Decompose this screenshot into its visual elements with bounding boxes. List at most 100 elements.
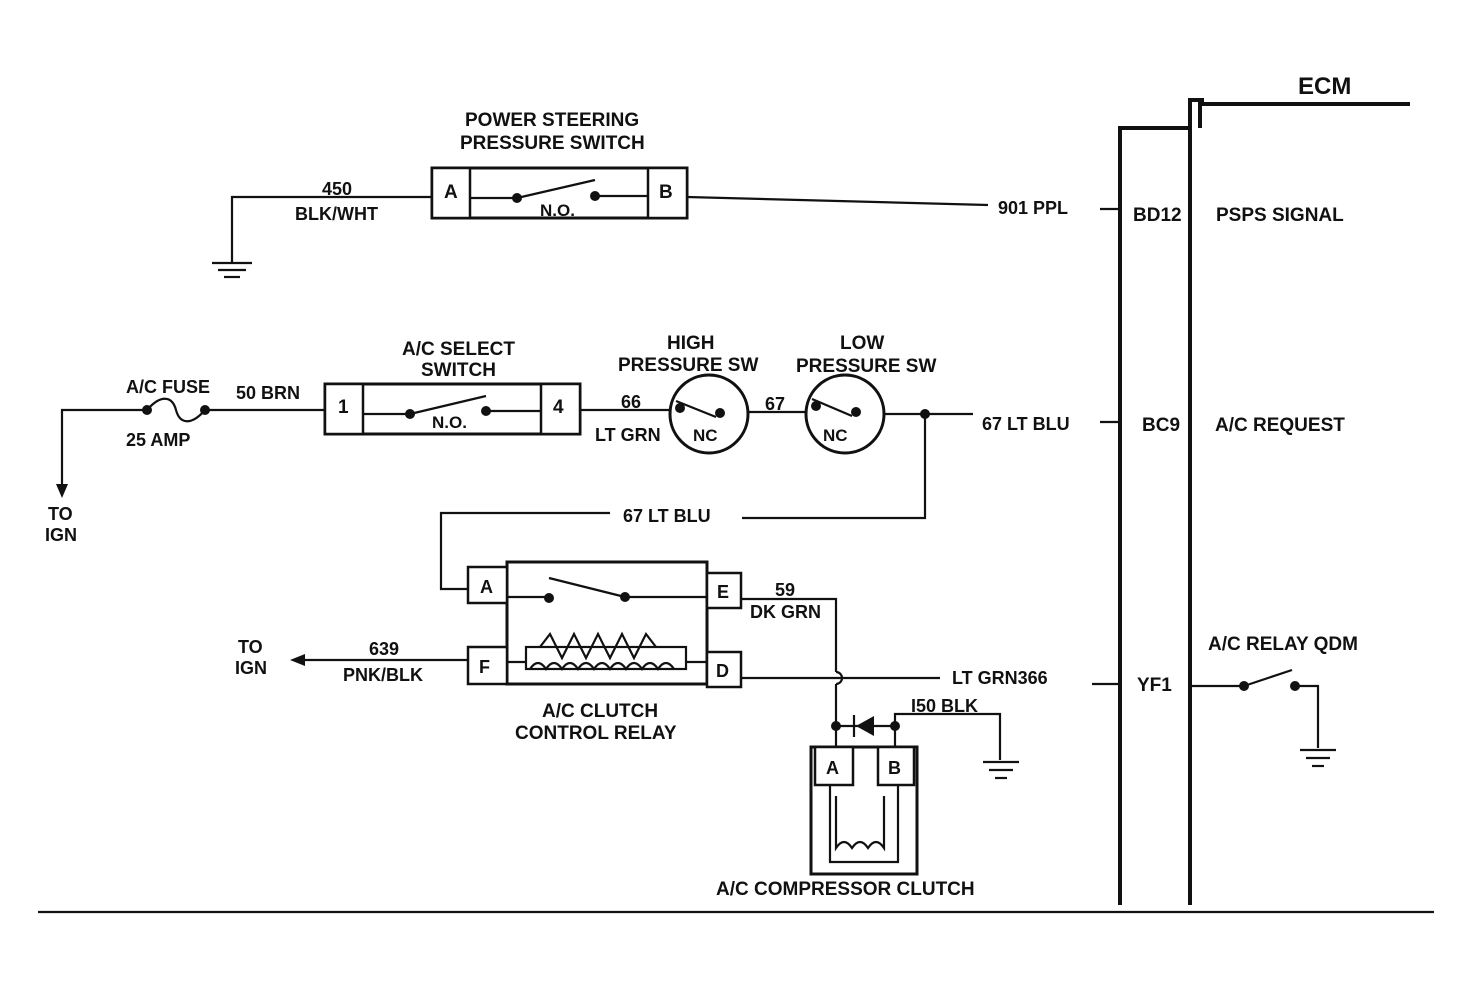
low-sw-contact-2 <box>851 407 861 417</box>
relay-pin-f-label: F <box>479 657 490 677</box>
wire-450 <box>230 195 432 262</box>
high-sw-arm <box>675 399 717 419</box>
low-sw-title-1: LOW <box>840 333 884 354</box>
wire-50-label: 50 BRN <box>236 383 300 403</box>
compressor-pin-b <box>876 745 916 787</box>
compressor-pin-a <box>813 745 855 787</box>
relay-pin-d-label: D <box>716 661 729 681</box>
low-pressure-switch: LOW PRESSURE SW NC <box>796 333 936 455</box>
relay-coil-box <box>524 645 688 671</box>
ecm-pin-yf1: YF1 <box>1137 675 1172 696</box>
ecm-pin-bd12: BD12 <box>1133 205 1182 226</box>
select-switch-title-2: SWITCH <box>421 360 496 381</box>
ac-clutch-control-relay: A E F D A/C CLUTCH CONTROL RELAY <box>466 560 743 744</box>
high-sw-title-1: HIGH <box>667 333 715 354</box>
ign-label-2-relay: IGN <box>235 658 267 678</box>
compressor-pin-b-label: B <box>888 758 901 778</box>
wire-901-label: 901 PPL <box>998 198 1068 218</box>
ac-select-switch: A/C SELECT SWITCH 1 4 N.O. <box>323 339 582 436</box>
ac-fuse-icon <box>142 397 210 423</box>
select-switch-title-1: A/C SELECT <box>402 339 515 360</box>
high-pressure-switch: HIGH PRESSURE SW NC <box>618 333 758 455</box>
wire-150 <box>893 712 1002 760</box>
ps-ground-icon <box>212 261 252 279</box>
wire-67-ltblu-lower-left <box>439 511 610 591</box>
relay-pin-f <box>466 645 509 686</box>
ecm-signal-ac-request: A/C REQUEST <box>1215 415 1345 436</box>
compressor-coil-icon <box>834 796 886 852</box>
ps-switch-state: N.O. <box>540 201 575 220</box>
wire-67-label: 67 <box>765 394 785 414</box>
low-sw-state: NC <box>823 426 848 445</box>
select-switch-pin-1-label: 1 <box>338 397 349 418</box>
relay-arm <box>548 576 626 599</box>
qdm-ground-icon <box>1300 748 1336 768</box>
relay-pin-a <box>466 565 509 605</box>
ac-fuse-rating: 25 AMP <box>126 430 190 450</box>
relay-pin-e-label: E <box>717 582 729 602</box>
high-sw-state: NC <box>693 426 718 445</box>
wire-450-number: 450 <box>322 179 352 199</box>
wire-66-color: LT GRN <box>595 425 661 445</box>
qdm-ground-wire <box>1295 684 1320 748</box>
ps-switch-pin-a-label: A <box>444 182 458 203</box>
wire-639-number: 639 <box>369 639 399 659</box>
wire-639-color: PNK/BLK <box>343 665 423 685</box>
ecm-pin-bc9: BC9 <box>1142 415 1180 436</box>
relay-pin-a-label: A <box>480 577 493 597</box>
clutch-ground-icon <box>983 760 1019 780</box>
ecm-signal-psps: PSPS SIGNAL <box>1216 205 1344 226</box>
ecm-signal-relay-qdm: A/C RELAY QDM <box>1208 634 1358 655</box>
wire-59-number: 59 <box>775 580 795 600</box>
relay-title-2: CONTROL RELAY <box>515 723 677 744</box>
ign-arrow-left-icon <box>290 654 305 666</box>
low-sw-arm <box>811 397 853 418</box>
qdm-switch-arm <box>1243 668 1293 688</box>
ps-switch-arm <box>516 178 596 200</box>
diode-icon <box>856 716 874 736</box>
select-switch-pin-1 <box>323 382 365 436</box>
ign-label-1-relay: TO <box>238 637 263 657</box>
ecm-title: ECM <box>1298 73 1351 100</box>
wire-67-ltblu-lower-right <box>742 414 927 520</box>
wire-450-color: BLK/WHT <box>295 204 378 224</box>
select-switch-state: N.O. <box>432 413 467 432</box>
wire-66-number: 66 <box>621 392 641 412</box>
relay-contact-1 <box>544 593 554 603</box>
relay-pin-d <box>705 650 743 689</box>
wire-59-color: DK GRN <box>750 602 821 622</box>
select-switch-pin-4 <box>539 382 582 436</box>
ac-compressor-clutch: A B A/C COMPRESSOR CLUTCH <box>716 745 975 900</box>
ps-switch-pin-a <box>430 166 472 220</box>
ign-arrow-down-icon <box>56 484 68 498</box>
ac-fuse-title: A/C FUSE <box>126 377 210 397</box>
compressor-inner-outline <box>828 785 900 864</box>
ps-switch-title-2: PRESSURE SWITCH <box>460 133 645 154</box>
ps-switch-pin-b-label: B <box>659 182 673 203</box>
wire-67-ltblu-label: 67 LT BLU <box>982 414 1070 434</box>
high-sw-contact-1 <box>675 403 685 413</box>
fuse-to-ign-wire <box>60 408 145 488</box>
select-switch-pin-4-label: 4 <box>553 397 564 418</box>
relay-resistor-icon <box>539 631 657 661</box>
compressor-clutch-title: A/C COMPRESSOR CLUTCH <box>716 879 975 900</box>
ps-switch-pin-b <box>646 166 689 220</box>
high-sw-contact-2 <box>715 408 725 418</box>
wire-150-label: I50 BLK <box>911 696 978 716</box>
low-sw-contact-1 <box>811 401 821 411</box>
wire-67-ltblu-lower-label: 67 LT BLU <box>623 506 711 526</box>
relay-pin-e <box>705 571 743 610</box>
wire-901 <box>686 195 989 207</box>
ps-switch-title-1: POWER STEERING <box>465 110 639 131</box>
ign-label-1-left: TO <box>48 504 73 524</box>
relay-title-1: A/C CLUTCH <box>542 701 658 722</box>
power-steering-pressure-switch: POWER STEERING PRESSURE SWITCH A B N.O. <box>430 110 689 220</box>
low-sw-title-2: PRESSURE SW <box>796 356 936 377</box>
wire-366-label: LT GRN366 <box>952 668 1048 688</box>
ecm-left-outline <box>1118 126 1190 905</box>
relay-coil-icon <box>529 661 675 671</box>
compressor-pin-a-label: A <box>826 758 839 778</box>
high-sw-title-2: PRESSURE SW <box>618 355 758 376</box>
ign-label-2-left: IGN <box>45 525 77 545</box>
